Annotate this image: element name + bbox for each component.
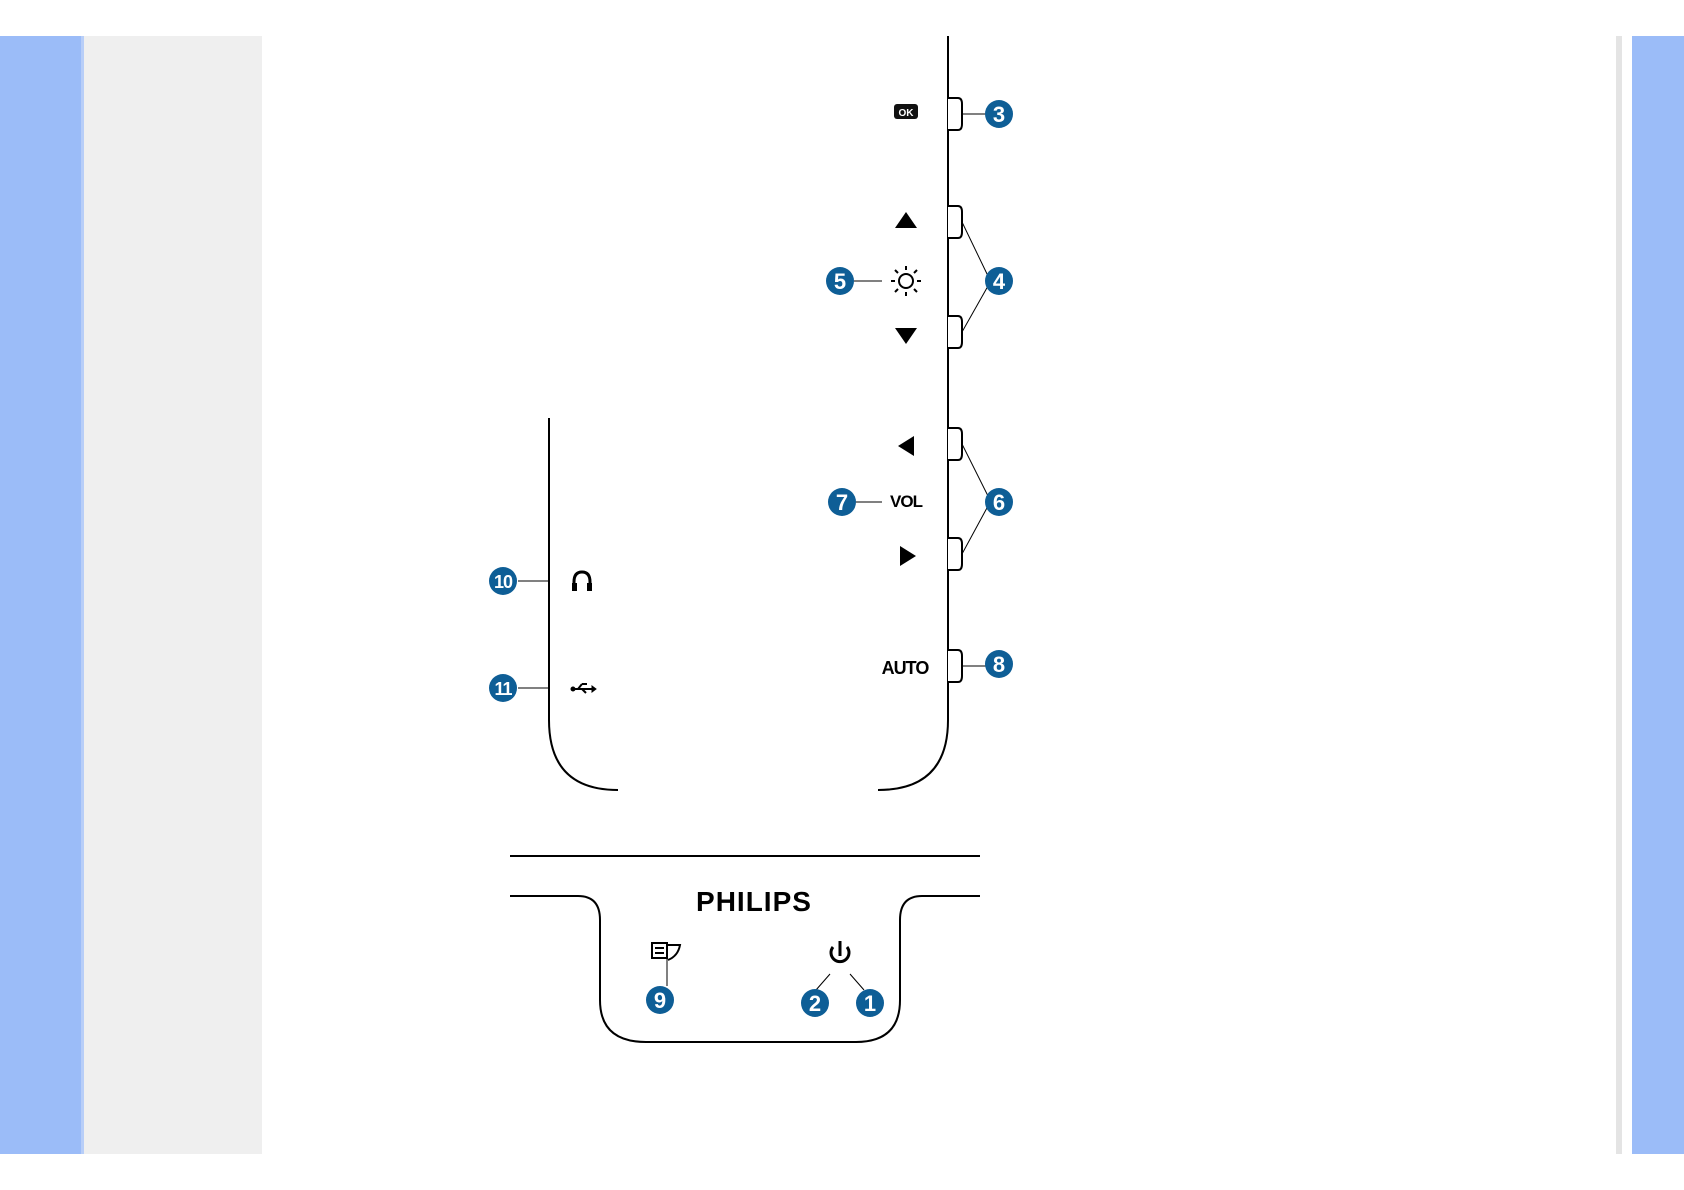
ok-button[interactable] bbox=[948, 98, 962, 130]
svg-text:11: 11 bbox=[494, 679, 512, 699]
headphone-icon bbox=[572, 572, 592, 591]
auto-label: AUTO bbox=[882, 658, 930, 678]
left-bezel-outline bbox=[549, 418, 618, 790]
svg-text:OK: OK bbox=[899, 108, 915, 119]
svg-text:8: 8 bbox=[993, 652, 1005, 677]
up-button[interactable] bbox=[948, 206, 962, 238]
callout-6: 6 bbox=[985, 488, 1013, 516]
power-icon bbox=[831, 941, 849, 962]
callout-9: 9 bbox=[646, 986, 674, 1014]
callout-5: 5 bbox=[826, 267, 854, 295]
callout-11: 11 bbox=[489, 674, 517, 702]
svg-text:9: 9 bbox=[654, 988, 666, 1013]
left-button[interactable] bbox=[948, 428, 962, 460]
ok-button-icon: OK bbox=[894, 104, 918, 119]
down-button[interactable] bbox=[948, 316, 962, 348]
svg-text:2: 2 bbox=[809, 991, 821, 1016]
callout-8: 8 bbox=[985, 650, 1013, 678]
callout-2: 2 bbox=[801, 989, 829, 1017]
svg-text:10: 10 bbox=[494, 572, 513, 592]
right-button[interactable] bbox=[948, 538, 962, 570]
base-outline bbox=[510, 896, 980, 1042]
vol-label: VOL bbox=[890, 492, 923, 511]
svg-text:3: 3 bbox=[993, 102, 1005, 127]
triangle-right-icon bbox=[900, 546, 916, 566]
callout-4: 4 bbox=[985, 267, 1013, 295]
side-buttons bbox=[948, 98, 962, 682]
svg-text:6: 6 bbox=[993, 490, 1005, 515]
usb-icon bbox=[571, 684, 596, 693]
brand-logo: PHILIPS bbox=[696, 886, 812, 917]
triangle-up-icon bbox=[895, 212, 917, 228]
auto-button[interactable] bbox=[948, 650, 962, 682]
callout-3: 3 bbox=[985, 100, 1013, 128]
triangle-left-icon bbox=[898, 436, 914, 456]
svg-text:4: 4 bbox=[993, 269, 1006, 294]
svg-text:5: 5 bbox=[834, 269, 846, 294]
smartimage-icon bbox=[652, 943, 680, 960]
callout-10: 10 bbox=[489, 567, 517, 595]
callout-1: 1 bbox=[856, 989, 884, 1017]
callout-7: 7 bbox=[828, 488, 856, 516]
triangle-down-icon bbox=[895, 328, 917, 344]
sun-icon bbox=[891, 266, 921, 296]
svg-text:1: 1 bbox=[864, 991, 876, 1016]
svg-text:7: 7 bbox=[836, 490, 848, 515]
leader-lines bbox=[518, 114, 988, 990]
